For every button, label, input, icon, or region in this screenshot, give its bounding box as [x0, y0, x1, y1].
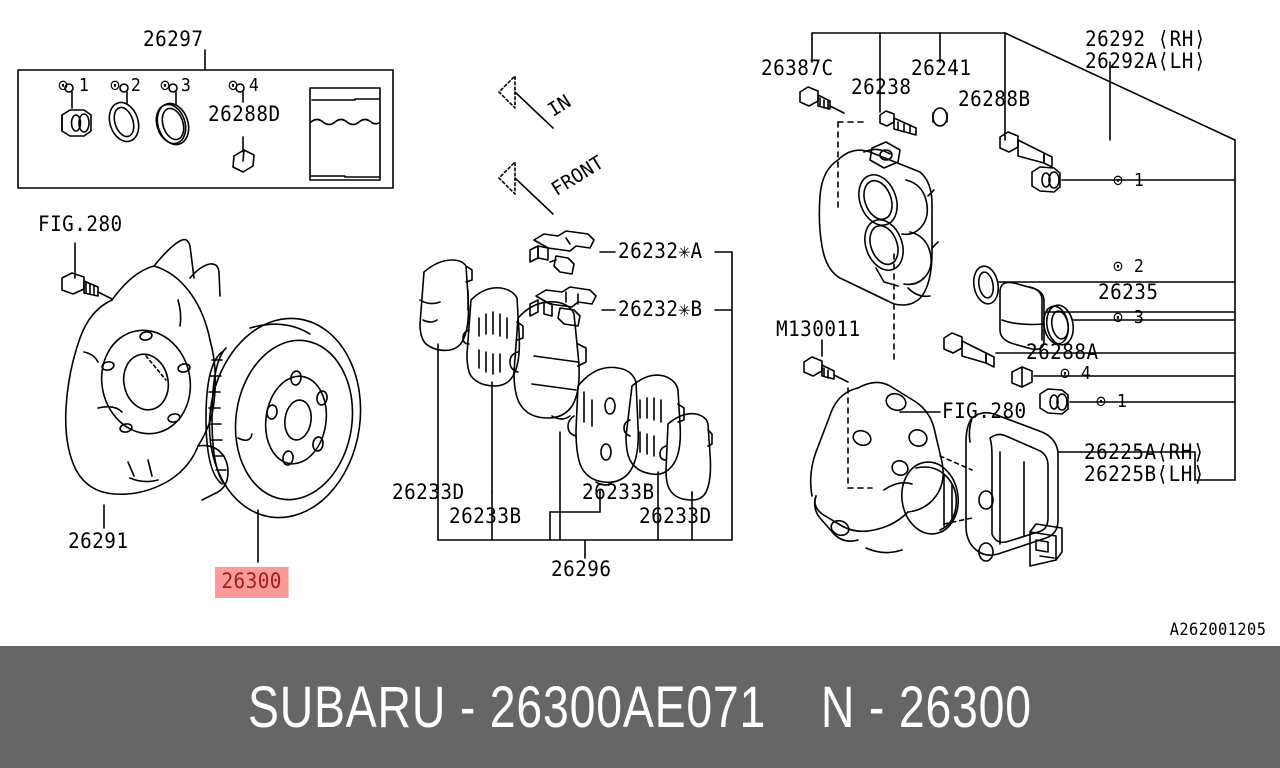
diagram-artwork: [17, 32, 1236, 567]
caliper-callout1-art: [1031, 166, 1061, 193]
label-26233B-left: 26233B: [449, 504, 522, 528]
shim-outer-right-art: [659, 412, 713, 501]
guide-pin-lower-art: [943, 332, 995, 368]
label-26292-rh: 26292 ⟨RH⟩: [1085, 27, 1206, 51]
label-caliper-callout-1-upper: ⊙ 1: [1113, 170, 1145, 191]
label-kit-item-1: ⊙ 1: [58, 75, 90, 96]
label-kit-item-2: ⊙ 2: [110, 75, 142, 96]
shim-outer-left-art: [419, 259, 473, 352]
caliper-callout4-art: [1011, 366, 1033, 388]
label-26296: 26296: [551, 557, 612, 581]
backing-plate-art: [61, 238, 229, 501]
grease-packet-art: [309, 87, 381, 181]
clip-a-art: [529, 230, 595, 275]
caliper-body-art: [818, 141, 939, 306]
label-26241: 26241: [911, 56, 972, 80]
label-fig280-left: FIG.280: [38, 212, 123, 236]
label-M130011: M130011: [776, 317, 861, 341]
caliper-boot3-art: [1042, 304, 1075, 346]
label-26232A: 26232✳A: [618, 239, 703, 263]
label-26233D-right: 26233D: [639, 504, 712, 528]
guide-pin-upper-art: [999, 131, 1053, 168]
clip-b-art: [529, 286, 597, 327]
label-26387C: 26387C: [761, 56, 834, 80]
label-kit-item-4: ⊙ 4: [228, 75, 260, 96]
pad-left-art: [509, 301, 587, 420]
label-26232B: 26232✳B: [618, 297, 703, 321]
caliper-bracket-lines: [811, 32, 1236, 141]
label-caliper-callout-3: ⊙ 3: [1113, 307, 1145, 328]
label-26292A-lh: 26292A⟨LH⟩: [1085, 49, 1206, 73]
caliper-bracket-art: [939, 411, 1063, 567]
label-kit-item-3: ⊙ 3: [160, 75, 192, 96]
label-26238: 26238: [851, 75, 912, 99]
label-26288A: 26288A: [1026, 340, 1099, 364]
label-26291: 26291: [68, 529, 129, 553]
footer-part-label: SUBARU - 26300AE071 N - 26300: [248, 674, 1032, 740]
label-26233B-right: 26233B: [582, 480, 655, 504]
pad-right-art: [567, 366, 640, 486]
label-caliper-callout-2: ⊙ 2: [1113, 256, 1145, 277]
caliper-pin-art: [879, 107, 948, 136]
kit-item-3-art: [155, 83, 190, 146]
label-26235: 26235: [1098, 280, 1159, 304]
piston-art: [999, 281, 1045, 351]
kit-item-4-art: [232, 83, 255, 173]
diagram-canvas: 26297 ⊙ 1 ⊙ 2 ⊙ 3 ⊙ 4 26288D FIG.280 262…: [17, 27, 1266, 640]
label-26300-highlighted: 26300: [215, 567, 289, 598]
label-caliper-callout-4: ⊙ 4: [1060, 363, 1092, 384]
bleeder-screw-art: [799, 86, 845, 114]
footer-bar: SUBARU - 26300AE071 N - 26300: [0, 646, 1280, 768]
pad-kit-bracket: [437, 251, 733, 559]
label-kit-26297: 26297: [143, 27, 204, 51]
label-fig280-knuckle: FIG.280: [942, 399, 1027, 423]
caliper-seal-art: [972, 265, 1000, 305]
shim-inner-left-art: [462, 286, 524, 387]
orientation-arrows: [498, 75, 554, 215]
label-26225B-lh: 26225B⟨LH⟩: [1084, 462, 1205, 486]
label-caliper-callout-1-lower: ⊙ 1: [1096, 391, 1128, 412]
label-26288B: 26288B: [958, 87, 1031, 111]
kit-item-2-art: [108, 83, 140, 143]
kit-item-1-art: [61, 83, 92, 137]
diagram-id: A262001205: [1169, 620, 1266, 640]
label-26288D: 26288D: [208, 102, 281, 126]
label-26233D-left: 26233D: [392, 480, 465, 504]
brake-rotor-art: [205, 317, 362, 519]
label-26225A-rh: 26225A⟨RH⟩: [1084, 440, 1205, 464]
shim-inner-right-art: [623, 374, 685, 476]
caliper-callout1b-art: [1039, 388, 1069, 415]
knuckle-art: [809, 381, 959, 554]
knuckle-bolt-art: [803, 356, 849, 383]
